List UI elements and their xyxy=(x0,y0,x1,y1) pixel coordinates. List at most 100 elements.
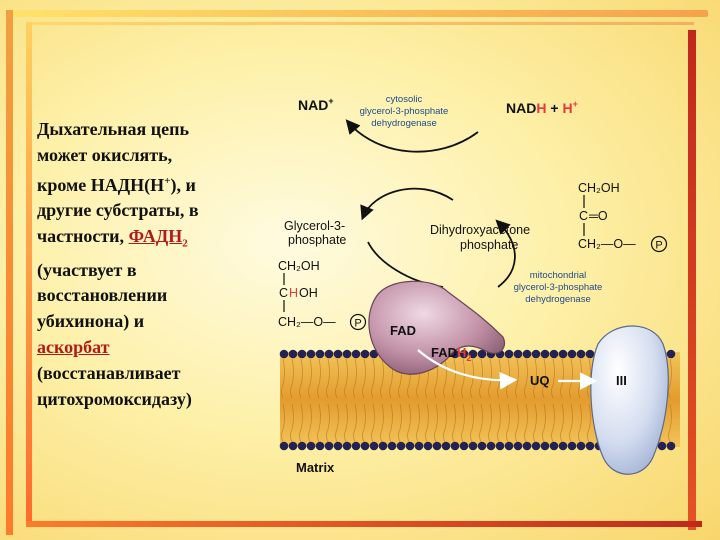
cytosolic-enzyme-label: glycerol-3-phosphate xyxy=(360,106,449,117)
fadh2-label: FADH2 xyxy=(431,345,471,363)
lipid-head xyxy=(387,441,397,451)
lipid-tail xyxy=(317,403,321,443)
frame-top-bar xyxy=(8,10,708,17)
lipid-tail xyxy=(398,403,402,443)
lipid-tail xyxy=(452,358,456,399)
nadh-label: NADH + H+ xyxy=(506,99,578,116)
lipid-tail xyxy=(353,358,357,399)
g3p-structure: CH₂OH C H OH CH₂—O— P xyxy=(278,259,367,331)
frame-inner-left-bar xyxy=(26,22,32,527)
lipid-tail xyxy=(308,403,312,443)
glycerol-3-phosphate-label: phosphate xyxy=(288,233,346,247)
lipid-tail xyxy=(461,358,465,399)
lipid-tail xyxy=(443,403,447,443)
lipid-tail xyxy=(488,403,492,443)
lipid-tail xyxy=(335,403,339,443)
lipid-head xyxy=(297,441,307,451)
lipid-tail xyxy=(551,358,555,399)
lipid-head xyxy=(576,349,586,359)
lipid-head xyxy=(513,441,523,451)
to-dhap-arrow xyxy=(495,219,516,288)
subscript: 2 xyxy=(182,237,188,250)
phosphate-label: P xyxy=(655,240,662,252)
lipid-tail xyxy=(452,403,456,443)
text-line: аскорбат xyxy=(37,335,277,361)
text-line: кроме НАДН(Н+), и xyxy=(37,169,277,199)
text-segment: кроме НАДН(Н xyxy=(37,174,165,195)
lipid-tail xyxy=(434,403,438,443)
lipid-head xyxy=(468,441,478,451)
lipid-tail xyxy=(281,358,285,399)
lipid-tail xyxy=(416,403,420,443)
lipid-head xyxy=(306,349,316,359)
lipid-head xyxy=(468,349,478,359)
lipid-head xyxy=(306,441,316,451)
text-line: (восстанавливает xyxy=(37,362,181,383)
superscript: + xyxy=(164,174,171,187)
lipid-head xyxy=(288,441,298,451)
lipid-tail xyxy=(380,358,384,399)
lipid-head xyxy=(324,441,334,451)
dhap-to-g3p-arrow xyxy=(360,187,454,221)
lipid-tail xyxy=(569,403,573,443)
structure-text: CH₂OH xyxy=(278,259,320,273)
lipid-head xyxy=(351,441,361,451)
lipid-tail xyxy=(389,403,393,443)
lipid-head xyxy=(567,349,577,359)
lipid-head xyxy=(279,441,289,451)
lipid-tail xyxy=(371,358,375,399)
lipid-tail xyxy=(461,403,465,443)
lipid-head xyxy=(288,349,298,359)
lipid-tail xyxy=(290,403,294,443)
mitochondrial-enzyme-shape xyxy=(368,280,506,375)
structure-text: H xyxy=(289,286,298,300)
text-line: цитохромоксидазу) xyxy=(37,388,192,409)
lipid-head xyxy=(666,441,676,451)
structure-text: OH xyxy=(299,286,318,300)
lipid-head xyxy=(378,441,388,451)
electron-flow-arrow xyxy=(417,349,518,390)
lipid-tail xyxy=(542,358,546,399)
lipid-head xyxy=(495,441,505,451)
lipid-tail xyxy=(380,403,384,443)
lipid-head xyxy=(558,349,568,359)
lipid-tail xyxy=(506,403,510,443)
phospholipid-heads-bottom xyxy=(279,441,676,451)
lipid-head xyxy=(558,441,568,451)
lipid-head xyxy=(324,349,334,359)
text-line: убихинона) и xyxy=(37,311,145,332)
text-segment: ), и xyxy=(170,174,196,195)
lipid-tail xyxy=(290,358,294,399)
lipid-head xyxy=(666,349,676,359)
glycerol-phosphate-shuttle-diagram: NAD+ NADH + H+ cytosolic glycerol-3-phos… xyxy=(278,94,680,475)
mito-enzyme-label: dehydrogenase xyxy=(525,294,591,305)
lipid-head xyxy=(513,349,523,359)
lipid-head xyxy=(585,441,595,451)
lipid-tail xyxy=(524,403,528,443)
lipid-head xyxy=(540,441,550,451)
lipid-tail xyxy=(308,358,312,399)
lipid-head xyxy=(486,441,496,451)
lipid-tail xyxy=(587,403,591,443)
lipid-head xyxy=(315,349,325,359)
phosphate-circle xyxy=(349,313,367,331)
lipid-tail xyxy=(407,403,411,443)
lipid-tail xyxy=(371,403,375,443)
lipid-tail xyxy=(335,358,339,399)
matrix-label: Matrix xyxy=(296,460,335,475)
text-line: (участвует в xyxy=(37,259,137,280)
lipid-head xyxy=(540,349,550,359)
lipid-tail xyxy=(326,358,330,399)
lipid-tail xyxy=(344,358,348,399)
lipid-head xyxy=(576,441,586,451)
structure-text: CH₂—O— xyxy=(578,237,636,251)
lipid-tail xyxy=(533,403,537,443)
lipid-head xyxy=(531,441,541,451)
lipid-tail xyxy=(488,358,492,399)
lipid-tail xyxy=(470,358,474,399)
lipid-head xyxy=(549,441,559,451)
structure-text: CH₂OH xyxy=(578,181,620,195)
phosphate-circle xyxy=(650,235,668,253)
lipid-head xyxy=(369,441,379,451)
lipid-head xyxy=(360,349,370,359)
